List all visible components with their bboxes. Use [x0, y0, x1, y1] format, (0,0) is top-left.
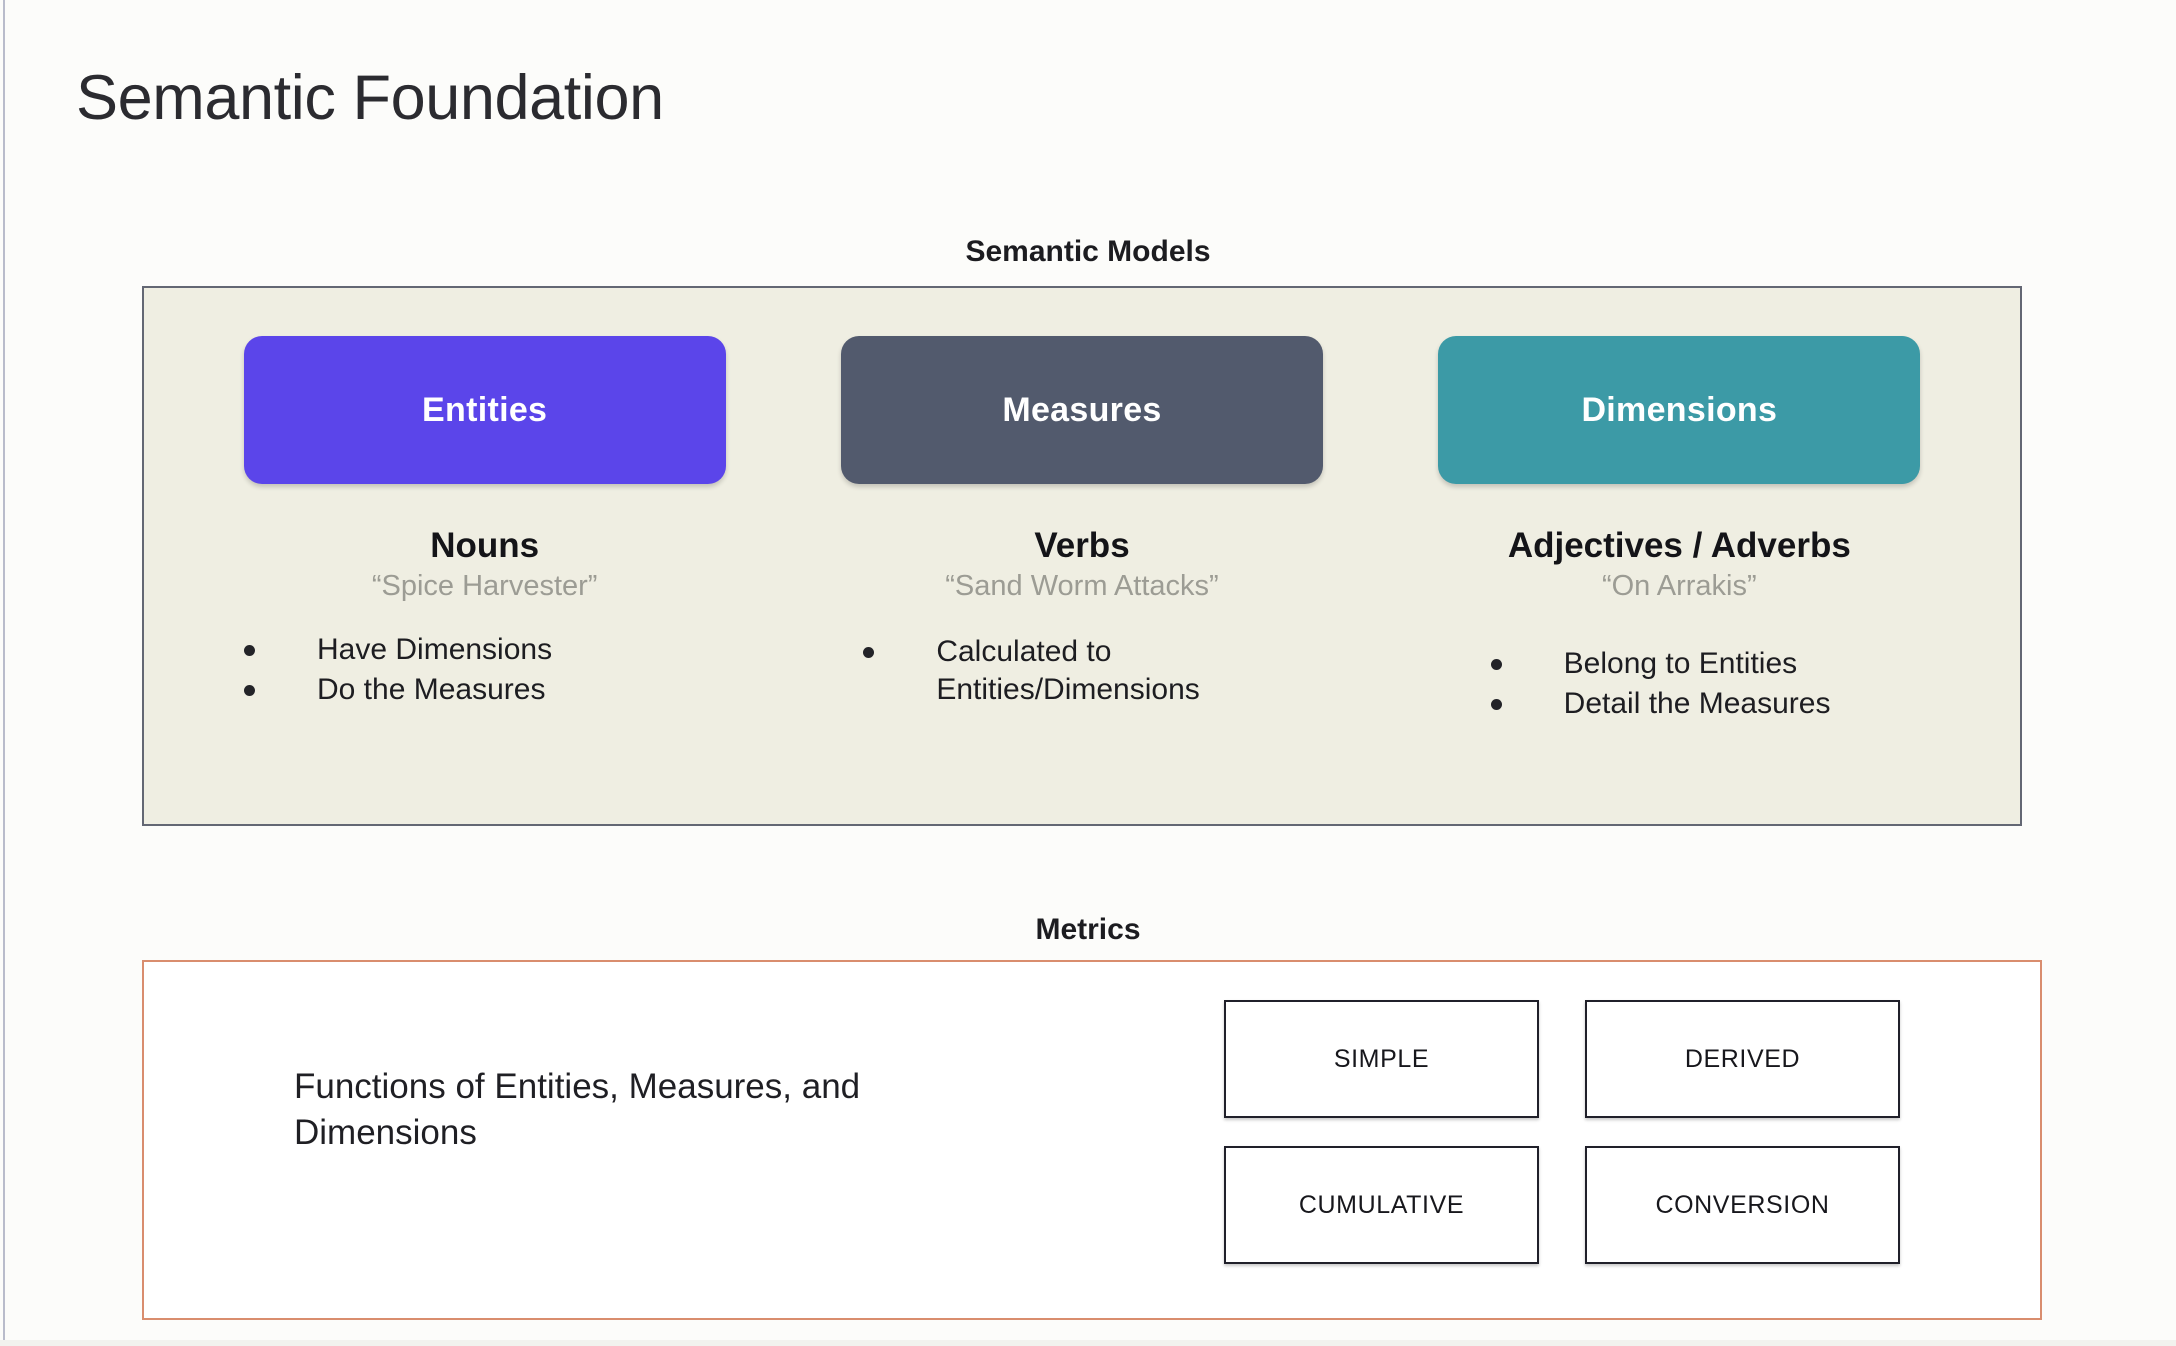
semantic-models-columns: Entities Nouns “Spice Harvester” Have Di…	[144, 288, 2020, 824]
semantic-column-dimensions: Dimensions Adjectives / Adverbs “On Arra…	[1381, 288, 1978, 824]
bullet-text: Have Dimensions	[317, 633, 553, 666]
bullet-dot-icon	[1490, 699, 1502, 711]
bullet-dot-icon	[863, 647, 875, 658]
metrics-panel: Functions of Entities, Measures, and Dim…	[142, 960, 2042, 1320]
metrics-caption: Metrics	[1035, 913, 1141, 946]
semantic-column-measures: Measures Verbs “Sand Worm Attacks” Calcu…	[783, 288, 1380, 824]
example-entities: “Spice Harvester”	[371, 570, 598, 602]
list-item: Detail the Measures	[1490, 685, 1978, 723]
metric-type-grid: SIMPLE DERIVED CUMULATIVE CONVERSION	[1224, 1000, 1900, 1264]
metric-type-simple[interactable]: SIMPLE	[1224, 1000, 1539, 1118]
list-item: Have Dimensions	[244, 631, 783, 669]
left-edge-rule	[3, 0, 5, 1346]
bullet-list-entities: Have Dimensions Do the Measures	[186, 631, 783, 712]
bullet-text: Belong to Entities	[1563, 647, 1798, 680]
pill-measures[interactable]: Measures	[840, 336, 1323, 484]
bullet-text: Detail the Measures	[1563, 687, 1831, 721]
metric-type-derived[interactable]: DERIVED	[1585, 1000, 1900, 1118]
bullet-dot-icon	[1490, 659, 1502, 670]
metrics-description: Functions of Entities, Measures, and Dim…	[294, 1067, 861, 1152]
part-of-speech-dimensions: Adjectives / Adverbs	[1507, 526, 1851, 565]
bullet-text: Do the Measures	[317, 673, 546, 707]
semantic-models-panel: Entities Nouns “Spice Harvester” Have Di…	[142, 286, 2022, 826]
bullet-dot-icon	[244, 645, 255, 656]
bullet-list-dimensions: Belong to Entities Detail the Measures	[1381, 645, 1978, 726]
list-item: Belong to Entities	[1490, 645, 1978, 683]
semantic-models-caption: Semantic Models	[965, 235, 1211, 268]
page-title: Semantic Foundation	[76, 63, 664, 133]
metric-type-conversion[interactable]: CONVERSION	[1585, 1146, 1900, 1264]
semantic-column-entities: Entities Nouns “Spice Harvester” Have Di…	[186, 288, 783, 824]
example-measures: “Sand Worm Attacks”	[945, 570, 1219, 602]
bullet-text: Calculated to Entities/Dimensions	[936, 635, 1200, 707]
list-item: Do the Measures	[244, 671, 783, 709]
part-of-speech-entities: Nouns	[430, 526, 540, 565]
bullet-dot-icon	[244, 685, 255, 697]
bottom-edge-band	[0, 1340, 2176, 1346]
pill-dimensions[interactable]: Dimensions	[1438, 336, 1921, 484]
pill-entities[interactable]: Entities	[243, 336, 726, 484]
part-of-speech-measures: Verbs	[1034, 526, 1130, 565]
list-item: Calculated to Entities/Dimensions	[863, 633, 1380, 710]
example-dimensions: “On Arrakis”	[1601, 570, 1757, 602]
bullet-list-measures: Calculated to Entities/Dimensions	[783, 633, 1380, 712]
metric-type-cumulative[interactable]: CUMULATIVE	[1224, 1146, 1539, 1264]
